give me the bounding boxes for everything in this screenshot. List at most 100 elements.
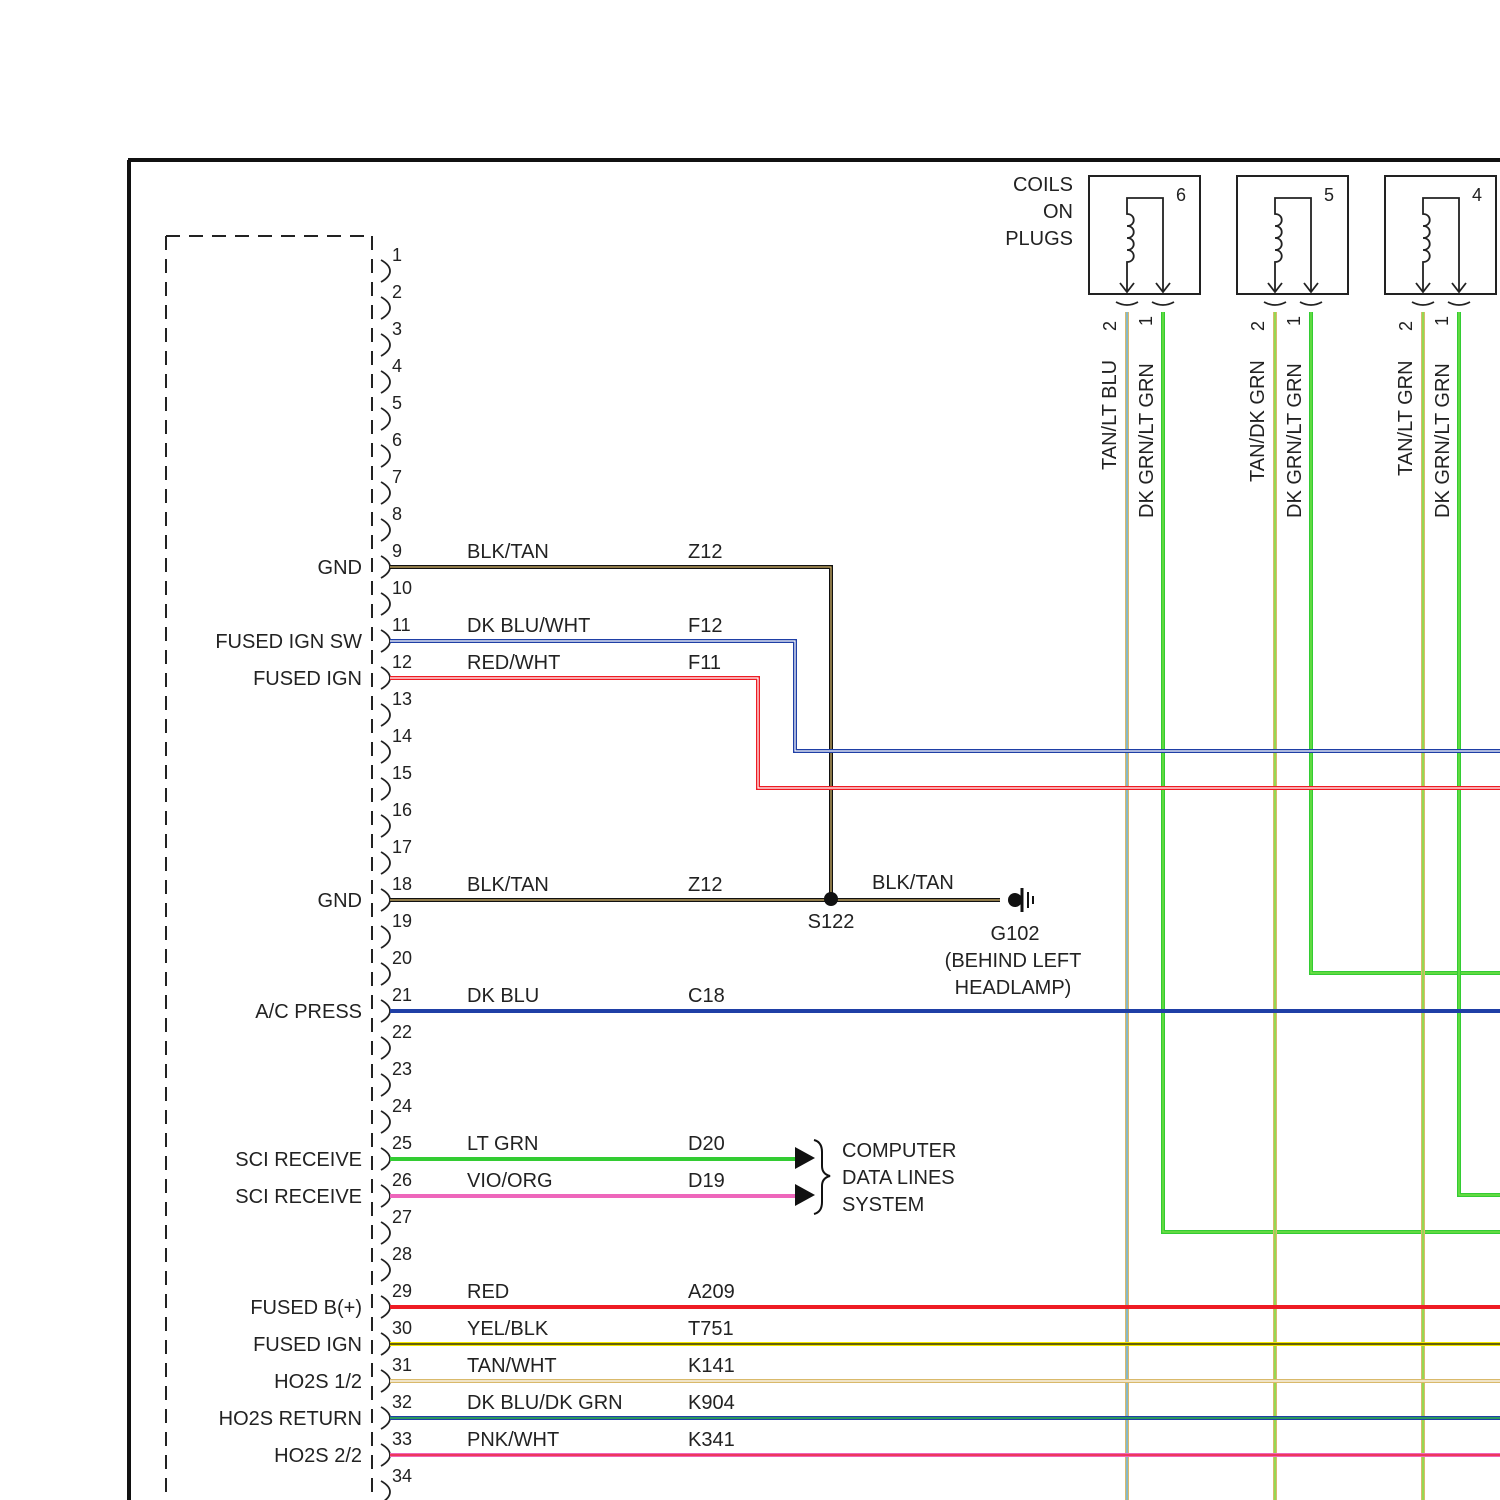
pin-function-label: FUSED IGN: [253, 1334, 362, 1356]
wire-circuit-label: A209: [688, 1281, 735, 1303]
pin-number: 31: [392, 1355, 412, 1375]
coil-wire-1-label: DK GRN/LT GRN: [1432, 363, 1454, 518]
wire-color-label: RED/WHT: [467, 652, 560, 674]
wire-circuit-label: K904: [688, 1392, 735, 1414]
coil-pin-1: 1: [1136, 316, 1156, 326]
coil-wire-2-label: TAN/LT GRN: [1395, 360, 1417, 476]
pin-number: 11: [392, 615, 411, 635]
module-wires: [390, 567, 1500, 1455]
pin-cavity: [381, 1444, 390, 1466]
pin-number: 19: [392, 911, 412, 931]
pin-cavity: [381, 408, 390, 430]
pin-cavity: [381, 1222, 390, 1244]
pin-function-label: FUSED IGN: [253, 668, 362, 690]
pin-number: 9: [392, 541, 402, 561]
pin-cavity: [381, 815, 390, 837]
pin-cavity: [381, 260, 390, 282]
data-lines-arrows: [795, 1140, 830, 1214]
wire-color-label: DK BLU: [467, 985, 539, 1007]
wire-color-label: PNK/WHT: [467, 1429, 559, 1451]
pin-function-label: FUSED IGN SW: [215, 631, 362, 653]
wire-circuit-label: K341: [688, 1429, 735, 1451]
pin-number: 14: [392, 726, 412, 746]
pin-function-label: HO2S RETURN: [219, 1408, 362, 1430]
wire-color-label: DK BLU/WHT: [467, 615, 590, 637]
coils-label-line-2: ON: [1043, 201, 1073, 223]
wire: [390, 567, 831, 899]
wire-circuit-label: T751: [688, 1318, 734, 1340]
pin-cavity: [381, 445, 390, 467]
pin-cavity: [381, 1407, 390, 1429]
pin-cavity: [381, 963, 390, 985]
pin-cavity: [381, 297, 390, 319]
connector-pins: 1234567891011121314151617181920212223242…: [381, 245, 412, 1500]
wire-color-label: VIO/ORG: [467, 1170, 553, 1192]
coils-label-line-3: PLUGS: [1005, 228, 1073, 250]
pin-number: 5: [392, 393, 402, 413]
pin-cavity: [381, 1370, 390, 1392]
pin-number: 33: [392, 1429, 412, 1449]
pin-number: 13: [392, 689, 412, 709]
pin-cavity: [381, 1074, 390, 1096]
pin-cavity: [381, 630, 390, 652]
coil-wire-1-label: DK GRN/LT GRN: [1284, 363, 1306, 518]
ground-name: G102: [991, 923, 1040, 945]
pin-cavity: [381, 1185, 390, 1207]
ground-location-line-2: HEADLAMP): [955, 977, 1072, 999]
coil-wire-2-label: TAN/LT BLU: [1099, 360, 1121, 470]
pin-number: 1: [392, 245, 402, 265]
pin-number: 8: [392, 504, 402, 524]
wire-color-label: YEL/BLK: [467, 1318, 549, 1340]
pin-function-label: GND: [318, 557, 362, 579]
coil-number: 4: [1472, 185, 1482, 205]
wire-circuit-label: C18: [688, 985, 725, 1007]
pin-number: 28: [392, 1244, 412, 1264]
pin-function-label: HO2S 2/2: [274, 1445, 362, 1467]
wire-color-label: RED: [467, 1281, 509, 1303]
coil-pin-2: 2: [1100, 321, 1120, 331]
pin-number: 18: [392, 874, 412, 894]
pin-cavity: [381, 889, 390, 911]
pin-number: 24: [392, 1096, 412, 1116]
pin-number: 29: [392, 1281, 412, 1301]
pin-cavity: [381, 1000, 390, 1022]
wire-circuit-label: Z12: [688, 541, 722, 563]
pin-number: 3: [392, 319, 402, 339]
coil-pin-1: 1: [1284, 316, 1304, 326]
wire-color-label: TAN/WHT: [467, 1355, 557, 1377]
pin-number: 34: [392, 1466, 412, 1486]
wire-circuit-label: D20: [688, 1133, 725, 1155]
pin-function-label: A/C PRESS: [255, 1001, 362, 1023]
ground-location-line-1: (BEHIND LEFT: [945, 950, 1082, 972]
pin-function-label: SCI RECEIVE: [235, 1186, 362, 1208]
splice-dot: [824, 892, 838, 906]
pin-number: 27: [392, 1207, 412, 1227]
pin-cavity: [381, 1148, 390, 1170]
pin-cavity: [381, 667, 390, 689]
data-lines-label-line-3: SYSTEM: [842, 1194, 924, 1216]
pin-number: 16: [392, 800, 412, 820]
coil-wire-1-label: DK GRN/LT GRN: [1136, 363, 1158, 518]
data-lines-label-line-2: DATA LINES: [842, 1167, 955, 1189]
wire-color-label: LT GRN: [467, 1133, 539, 1155]
pin-cavity: [381, 593, 390, 615]
pin-cavity: [381, 1037, 390, 1059]
pin-number: 22: [392, 1022, 412, 1042]
wire-color-label: DK BLU/DK GRN: [467, 1392, 623, 1414]
pin-cavity: [381, 556, 390, 578]
pin-function-label: GND: [318, 890, 362, 912]
pin-cavity: [381, 1481, 390, 1500]
pin-cavity: [381, 482, 390, 504]
coil-wire-1: [1459, 312, 1500, 1195]
pin-number: 32: [392, 1392, 412, 1412]
coil-number: 5: [1324, 185, 1334, 205]
splice-wire-color: BLK/TAN: [872, 872, 954, 894]
pin-number: 7: [392, 467, 402, 487]
pin-cavity: [381, 334, 390, 356]
pin-cavity: [381, 926, 390, 948]
pin-number: 12: [392, 652, 412, 672]
pin-function-label: HO2S 1/2: [274, 1371, 362, 1393]
